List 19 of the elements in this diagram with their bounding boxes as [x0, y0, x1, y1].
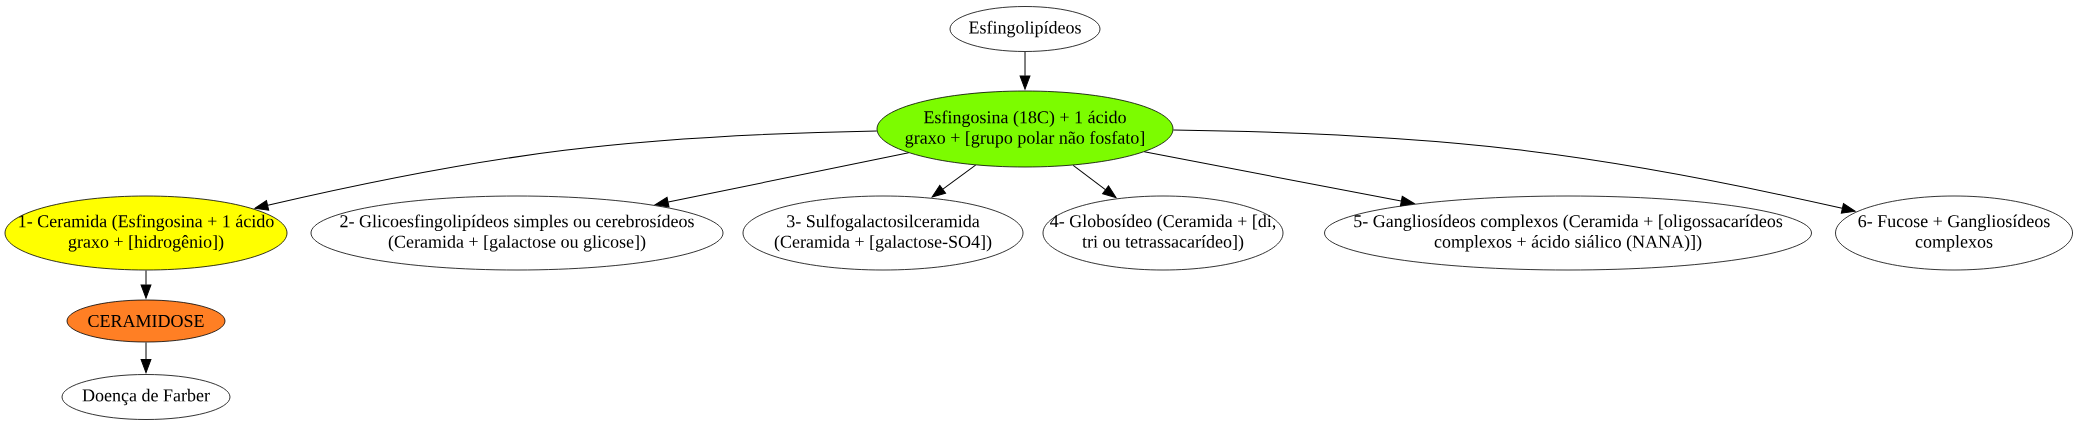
ellipse-node: Esfingosina (18C) + 1 ácido graxo + [grupo polar não fosfato]: [876, 90, 1174, 168]
ellipse-node: 5- Gangliosídeos complexos (Ceramida + [oligossacarídeos complexos + ácido siálico (NANA)]): [1324, 195, 1812, 271]
arrow: [254, 130, 878, 211]
arrow: [1019, 51, 1031, 90]
ellipse-node: 6- Fucose + Gangliosídeos complexos: [1835, 195, 2073, 271]
ellipse-node: 3- Sulfogalactosilceramida (Ceramida + [galactose-SO4]): [742, 195, 1024, 271]
ellipse-node: Doença de Farber: [61, 374, 231, 420]
arrow: [140, 341, 152, 374]
ellipse-node: Esfingolipídeos: [949, 6, 1101, 52]
arrow: [931, 164, 977, 198]
ellipse-node: 4- Globosídeo (Ceramida + [di, tri ou tetrassacarídeo]): [1042, 195, 1284, 271]
arrow: [140, 269, 152, 299]
arrow: [1143, 151, 1415, 207]
arrow: [1172, 129, 1856, 214]
ellipse-node: CERAMIDOSE: [66, 299, 226, 343]
ellipse-node: 1- Ceramida (Esfingosina + 1 ácido graxo + [hidrogênio]): [4, 195, 288, 271]
arrow: [654, 152, 910, 208]
ellipse-node: 2- Glicoesfingolipídeos simples ou cerebrosídeos (Ceramida + [galactose ou glicose]): [310, 195, 724, 271]
arrow: [1072, 164, 1117, 199]
